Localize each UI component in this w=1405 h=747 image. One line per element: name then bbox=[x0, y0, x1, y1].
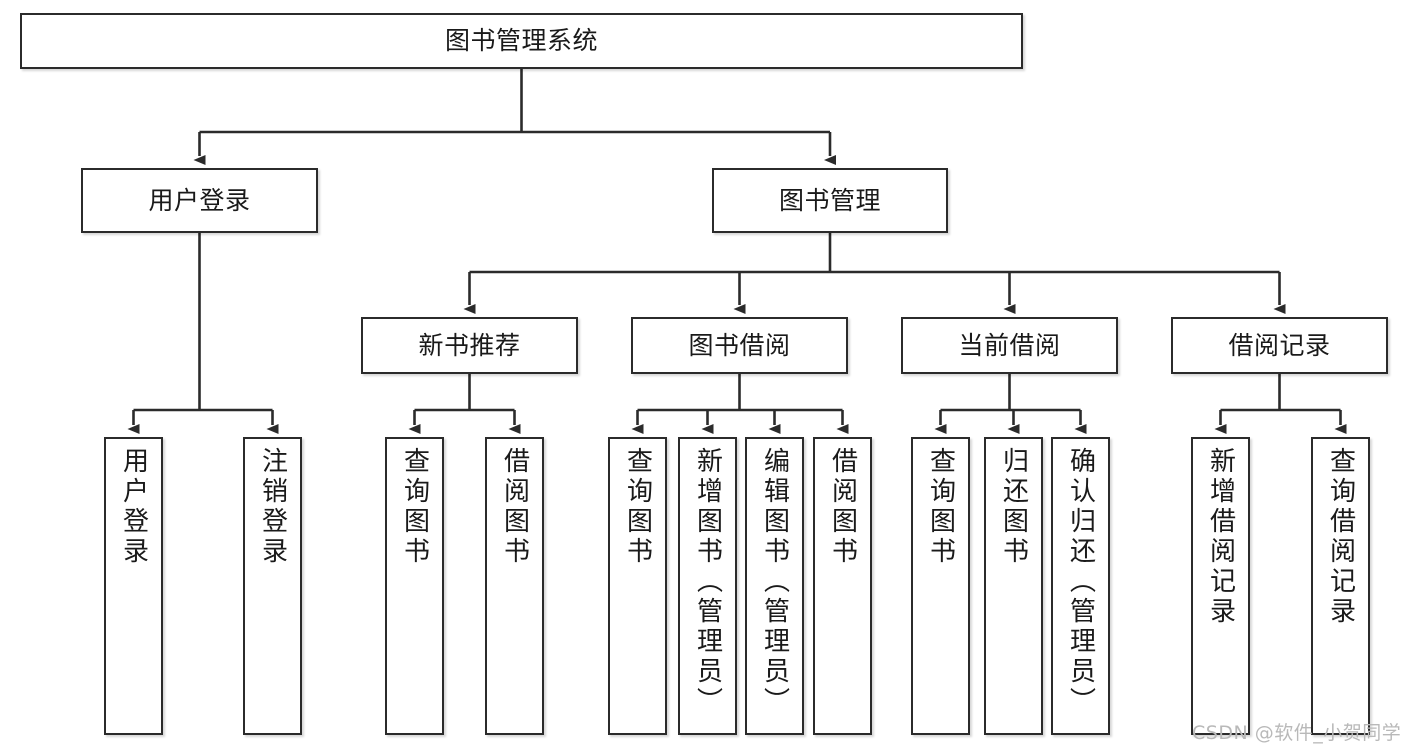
node-label: 查询图书 bbox=[925, 447, 956, 567]
node-leaf-query-book-3[interactable]: 查询图书 bbox=[911, 437, 970, 735]
node-label: 用户登录 bbox=[118, 447, 149, 567]
node-label: 新增借阅记录 bbox=[1205, 447, 1236, 627]
node-label: 查询图书 bbox=[399, 447, 430, 567]
node-current-borrow[interactable]: 当前借阅 bbox=[901, 317, 1118, 374]
node-label: 图书管理 bbox=[778, 185, 881, 215]
node-book-manage[interactable]: 图书管理 bbox=[712, 168, 948, 233]
node-label: 注销登录 bbox=[257, 447, 288, 567]
node-root[interactable]: 图书管理系统 bbox=[20, 13, 1023, 69]
csdn-watermark: CSDN @软件_小贺同学 bbox=[1192, 722, 1402, 744]
node-label: 当前借阅 bbox=[958, 330, 1061, 360]
node-leaf-borrow-book-1[interactable]: 借阅图书 bbox=[485, 437, 544, 735]
node-book-borrow[interactable]: 图书借阅 bbox=[631, 317, 848, 374]
node-label: 新增图书（管理员） bbox=[692, 447, 723, 717]
node-leaf-query-book-2[interactable]: 查询图书 bbox=[608, 437, 667, 735]
node-label: 图书管理系统 bbox=[444, 26, 598, 55]
node-label: 归还图书 bbox=[998, 447, 1029, 567]
node-label: 图书借阅 bbox=[688, 330, 791, 360]
node-user-login[interactable]: 用户登录 bbox=[81, 168, 318, 233]
node-leaf-query-book-1[interactable]: 查询图书 bbox=[385, 437, 444, 735]
node-label: 查询借阅记录 bbox=[1325, 447, 1356, 627]
node-new-book-rec[interactable]: 新书推荐 bbox=[361, 317, 578, 374]
node-leaf-confirm-return[interactable]: 确认归还（管理员） bbox=[1051, 437, 1110, 735]
node-leaf-query-record[interactable]: 查询借阅记录 bbox=[1311, 437, 1370, 735]
node-borrow-record[interactable]: 借阅记录 bbox=[1171, 317, 1388, 374]
node-label: 借阅图书 bbox=[827, 447, 858, 567]
node-label: 借阅记录 bbox=[1228, 330, 1331, 360]
node-label: 用户登录 bbox=[148, 185, 251, 215]
node-leaf-user-login[interactable]: 用户登录 bbox=[104, 437, 163, 735]
node-leaf-borrow-book-2[interactable]: 借阅图书 bbox=[813, 437, 872, 735]
node-leaf-user-logout[interactable]: 注销登录 bbox=[243, 437, 302, 735]
node-label: 确认归还（管理员） bbox=[1065, 447, 1096, 717]
node-leaf-add-book[interactable]: 新增图书（管理员） bbox=[678, 437, 737, 735]
node-label: 新书推荐 bbox=[418, 330, 521, 360]
node-label: 查询图书 bbox=[622, 447, 653, 567]
node-label: 借阅图书 bbox=[499, 447, 530, 567]
node-leaf-add-record[interactable]: 新增借阅记录 bbox=[1191, 437, 1250, 735]
node-leaf-edit-book[interactable]: 编辑图书（管理员） bbox=[745, 437, 804, 735]
node-label: 编辑图书（管理员） bbox=[759, 447, 790, 717]
node-leaf-return-book[interactable]: 归还图书 bbox=[984, 437, 1043, 735]
